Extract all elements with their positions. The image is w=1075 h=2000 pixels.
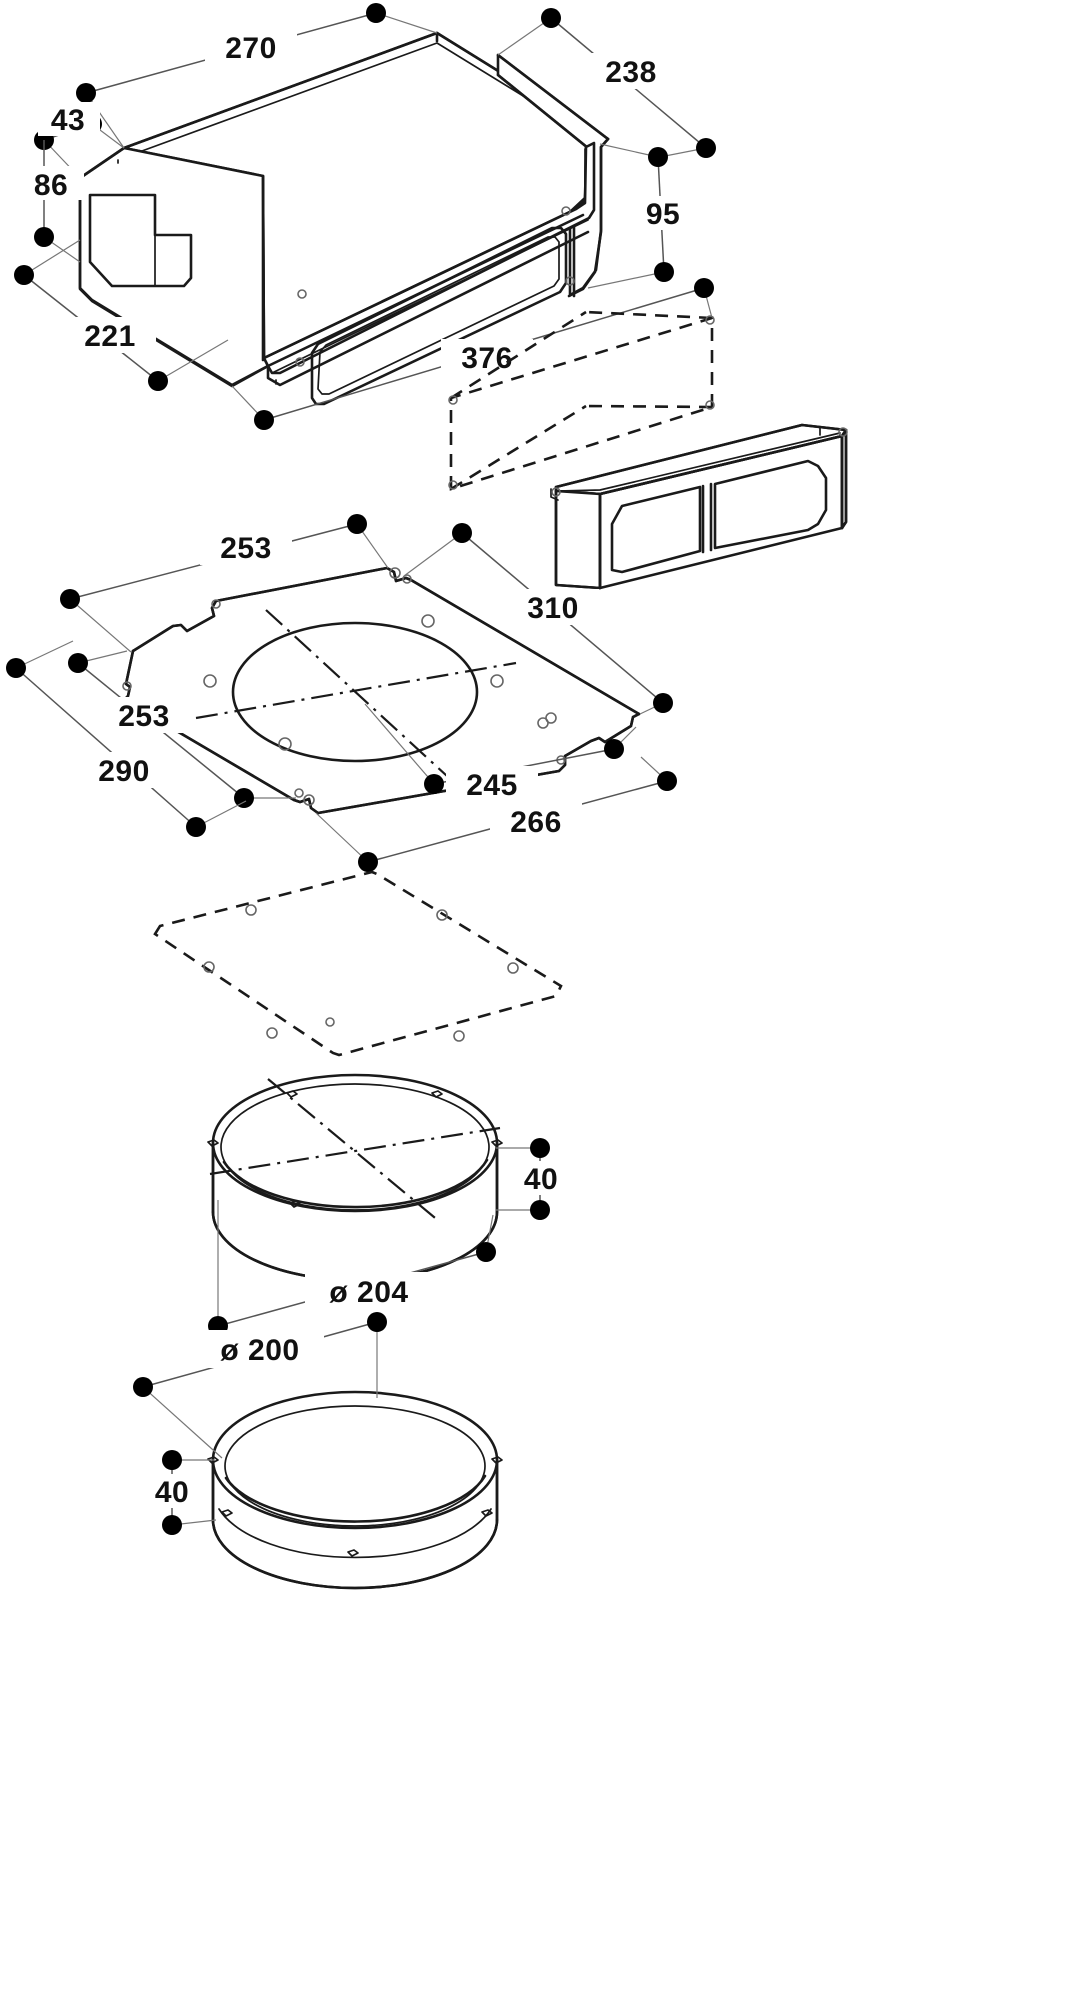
- dimension-group-collar-200: ø 200 40: [133, 1312, 387, 1535]
- dimension-group-housing: 270 238 43 86: [14, 3, 716, 430]
- dimension-group-plate: 253 310 253 290: [6, 514, 677, 872]
- dimension-245: 245: [466, 769, 518, 802]
- dimension-86: 86: [34, 169, 68, 202]
- dimension-310: 310: [527, 592, 579, 625]
- dimension-290: 290: [98, 755, 150, 788]
- part-duct-ghost-outline: [448, 310, 715, 491]
- dimension-diameter-200: ø 200: [220, 1334, 299, 1367]
- dimension-diameter-204: ø 204: [329, 1276, 408, 1309]
- dimension-221: 221: [84, 320, 136, 353]
- part-rectangular-duct-flange: [550, 423, 848, 590]
- dimension-40-lower: 40: [155, 1476, 189, 1509]
- dimension-group-collar-204: 40 ø 204: [208, 1138, 574, 1336]
- dimension-253-top: 253: [220, 532, 272, 565]
- dimension-270: 270: [225, 32, 277, 65]
- dimension-266: 266: [510, 806, 562, 839]
- dimension-40-upper: 40: [524, 1163, 558, 1196]
- dimension-95: 95: [646, 198, 680, 231]
- part-round-collar-200: [207, 1390, 503, 1590]
- dimension-253-bottom: 253: [118, 700, 170, 733]
- part-mounting-plate: [122, 566, 641, 815]
- dimension-238: 238: [605, 56, 657, 89]
- dimension-43: 43: [51, 104, 85, 137]
- dimension-376: 376: [461, 342, 513, 375]
- part-round-collar-204: [207, 1073, 503, 1282]
- part-plate-ghost-outline: [153, 870, 563, 1057]
- part-motor-housing: [78, 31, 610, 406]
